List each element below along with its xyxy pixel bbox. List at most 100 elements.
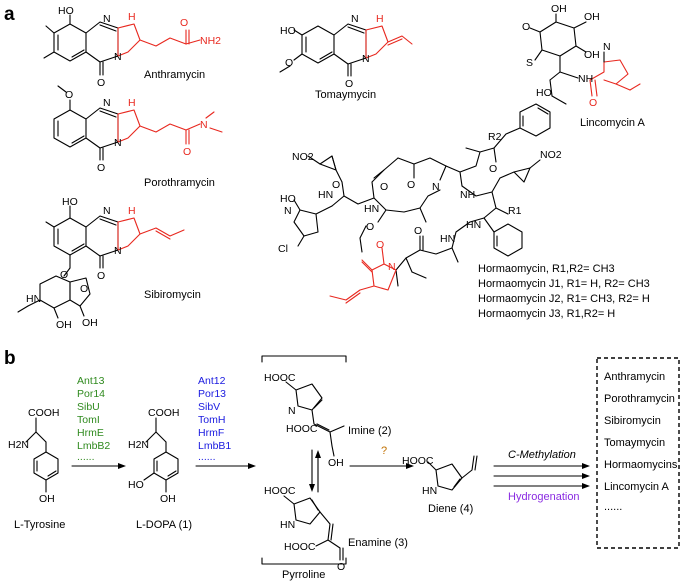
atom-label: H2N [8, 439, 29, 451]
hydrogenation-arrows [493, 483, 590, 489]
atom-label: N [362, 53, 370, 65]
atom-label: HOOC [284, 541, 316, 553]
atom-label: HO [128, 479, 144, 491]
atom-label: HN [422, 485, 437, 497]
panel-label-a: a [4, 4, 15, 25]
gene-label: Por14 [77, 388, 105, 400]
tomaymycin-structure: HO O N H N O [279, 13, 413, 90]
dopa-label: L-DOPA (1) [136, 519, 192, 531]
lincomycin-label: Lincomycin A [580, 117, 645, 129]
product-item: Lincomycin A [604, 481, 669, 493]
tyrosine-label: L-Tyrosine [14, 519, 65, 531]
hormaomycin-variant-4: Hormaomycin J3, R1,R2= H [478, 308, 615, 320]
step2-arrow [195, 463, 256, 469]
enamine-label: Enamine (3) [348, 537, 408, 549]
atom-label: OH [584, 11, 600, 23]
atom-label: HN [280, 519, 295, 531]
equilibrium-arrows [309, 449, 321, 493]
diene-label: Diene (4) [428, 503, 473, 515]
atom-label: NO2 [540, 149, 562, 161]
atom-label: Cl [278, 243, 288, 255]
atom-label: COOH [148, 407, 180, 419]
gene-label: TomH [198, 414, 225, 426]
pyrroline-label: Pyrroline [282, 569, 325, 581]
atom-label: HOOC [286, 423, 318, 435]
product-item: Anthramycin [604, 371, 665, 383]
atom-label: HN [466, 219, 481, 231]
gene-label: Ant12 [198, 375, 226, 387]
product-item: ...... [604, 501, 622, 513]
step1-arrow [71, 463, 126, 469]
product-item: Hormaomycins [604, 459, 678, 471]
atom-label: O [522, 21, 530, 33]
atom-label: O [366, 221, 374, 233]
unknown-step-label: ? [381, 445, 387, 457]
atom-label: OH [551, 3, 567, 15]
tomaymycin-label: Tomaymycin [315, 89, 376, 101]
atom-label: OH [584, 49, 600, 61]
atom-label: O [337, 561, 345, 573]
atom-label: S [526, 57, 533, 69]
gene-label: ...... [77, 451, 95, 463]
atom-label: O [407, 179, 415, 191]
sibiromycin-label: Sibiromycin [144, 289, 201, 301]
atom-label: COOH [28, 407, 60, 419]
step2-genes: Ant12 Por13 SibV TomH HrmF LmbB1 ...... [198, 375, 231, 463]
diene-arrow [349, 463, 414, 469]
product-item: Porothramycin [604, 393, 675, 405]
hormaomycin-structure: R2 NO2 O N NH O O HN HN NO2 O O HN R1 HN… [278, 103, 562, 304]
atom-label: N [114, 51, 122, 63]
atom-label: N [603, 41, 611, 53]
atom-label: N [432, 181, 440, 193]
products-box [596, 357, 680, 549]
imine-structure: HOOC N HOOC OH [264, 372, 345, 469]
atom-label: O [589, 97, 597, 109]
gene-label: HrmE [77, 427, 104, 439]
product-item: Sibiromycin [604, 415, 661, 427]
atom-label: N [114, 245, 122, 257]
hydrogenation-label: Hydrogenation [508, 491, 580, 503]
atom-label: N [351, 13, 359, 25]
atom-label: OH [82, 317, 98, 329]
tyrosine-structure: COOH H2N OH [8, 407, 60, 505]
atom-label: O [489, 163, 497, 175]
atom-label: HN [364, 203, 379, 215]
atom-label: N [288, 405, 296, 417]
atom-label: O [332, 179, 340, 191]
atom-label: HOOC [402, 455, 434, 467]
hormaomycin-variant-1: Hormaomycin, R1,R2= CH3 [478, 263, 615, 275]
panel-label-b: b [4, 348, 16, 369]
atom-label: N [200, 119, 208, 131]
atom-label: H [128, 11, 136, 23]
step1-genes: Ant13 Por14 SibU TomI HrmE LmbB2 ...... [77, 375, 110, 463]
porothramycin-label: Porothramycin [144, 177, 215, 189]
atom-label: O [380, 181, 388, 193]
hormaomycin-variant-2: Hormaomycin J1, R1= H, R2= CH3 [478, 278, 650, 290]
diene-structure: HOOC HN [402, 455, 478, 497]
gene-label: LmbB1 [198, 440, 231, 452]
atom-label: O [97, 162, 105, 174]
sibiromycin-structure: HO N H N O O O HN OH OH [17, 196, 185, 331]
atom-label: O [345, 78, 353, 90]
anthramycin-label: Anthramycin [144, 69, 205, 81]
atom-label: HO [58, 5, 74, 17]
lincomycin-structure: OH OH OH O S NH HO N O [522, 3, 641, 109]
porothramycin-structure: O N H N O N O [53, 85, 223, 174]
atom-label: HN [318, 189, 333, 201]
atom-label: HO [280, 25, 296, 37]
gene-label: LmbB2 [77, 440, 110, 452]
enamine-structure: HOOC HN HOOC O [264, 485, 345, 573]
dopa-structure: COOH H2N OH HO [128, 407, 180, 505]
gene-label: HrmF [198, 427, 224, 439]
atom-label: HOOC [264, 372, 296, 384]
gene-label: TomI [77, 414, 100, 426]
atom-label: HO [62, 196, 78, 208]
atom-label: O [376, 239, 384, 251]
imine-label: Imine (2) [348, 425, 391, 437]
atom-label: R1 [508, 205, 522, 217]
atom-label: NH [578, 73, 593, 85]
gene-label: ...... [198, 451, 216, 463]
gene-label: Por13 [198, 388, 226, 400]
atom-label: O [65, 89, 73, 101]
